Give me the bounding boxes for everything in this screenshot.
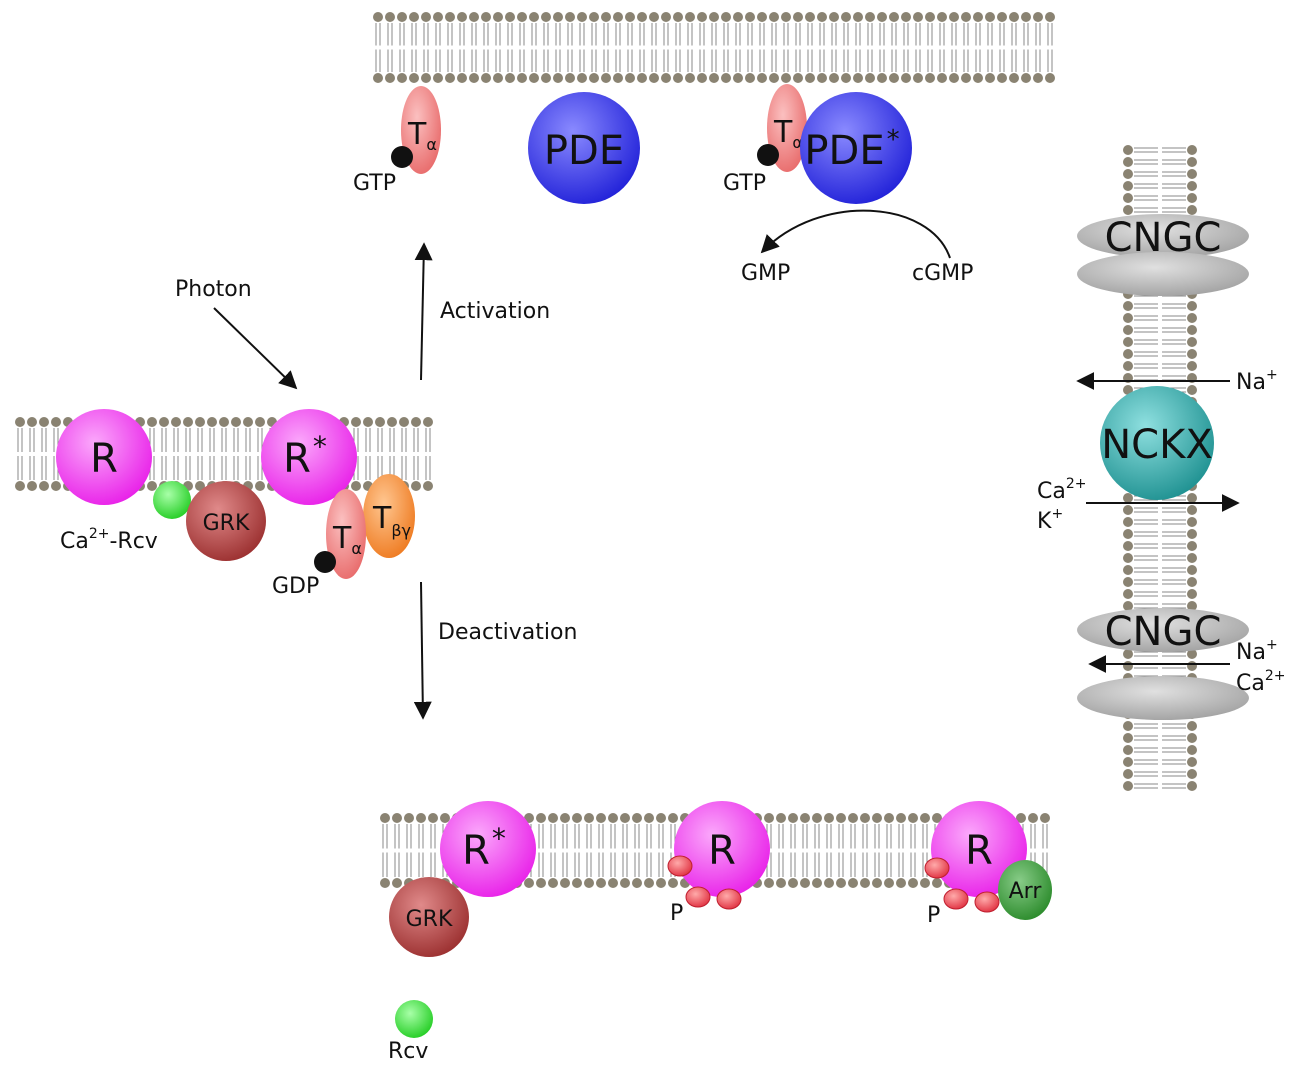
photon-arrow: Photon <box>175 277 298 390</box>
arrestin-bound-rhodopsin: R Arr P <box>924 801 1052 928</box>
cgmp-hydrolysis: GMP cGMP <box>741 209 973 286</box>
k-label-efflux: K+ <box>1037 506 1063 534</box>
sodium-calcium-influx-bottom: Na+ Ca2+ <box>1088 637 1285 696</box>
resting-rhodopsin-label: R <box>90 436 118 482</box>
transducin-alpha-gdp: Tα GDP <box>272 489 366 599</box>
sodium-influx-top: Na+ <box>1076 367 1278 395</box>
gtp-label-right: GTP <box>723 171 766 196</box>
activation-label: Activation <box>440 299 550 324</box>
calcium-potassium-efflux: Ca2+ K+ <box>1037 476 1240 534</box>
cngc-channel-top: CNGC <box>1077 214 1249 296</box>
cgmp-label: cGMP <box>912 261 973 286</box>
arr-label: Arr <box>1009 879 1043 904</box>
activated-rhodopsin-deactivating: R* <box>440 801 536 897</box>
phosphate-label-middle: P <box>670 901 683 926</box>
r-star-label-bottom: R* <box>462 822 506 874</box>
transducin-alpha-gtp-bound: Tα GTP <box>723 84 807 196</box>
pde-label: PDE <box>544 128 624 174</box>
activated-rhodopsin-label: R* <box>283 430 327 482</box>
top-membrane <box>373 12 1055 83</box>
na-label-top: Na+ <box>1236 367 1278 395</box>
phosphate-label-right: P <box>927 903 940 928</box>
cngc-channel-bottom: CNGC <box>1077 608 1249 720</box>
gdp-label: GDP <box>272 574 319 599</box>
resting-rhodopsin: R <box>56 409 152 505</box>
deactivation-arrow: Deactivation <box>413 581 577 720</box>
photon-label: Photon <box>175 277 252 302</box>
deactivation-label: Deactivation <box>438 620 577 645</box>
t-beta-gamma-label: Tβγ <box>372 501 411 540</box>
t-alpha-label-gdp: Tα <box>332 521 362 558</box>
ca-label-efflux: Ca2+ <box>1037 476 1086 504</box>
ca-label-bottom: Ca2+ <box>1236 668 1285 696</box>
arrestin-r-label: R <box>965 828 993 874</box>
na-label-bottom: Na+ <box>1236 637 1278 665</box>
t-alpha-label-gtp: Tα <box>407 117 437 154</box>
cngc-label-bottom: CNGC <box>1105 609 1222 655</box>
gmp-label: GMP <box>741 261 790 286</box>
calcium-recoverin: Ca2+-Rcv <box>60 481 191 554</box>
activation-arrow: Activation <box>414 242 550 381</box>
nckx-exchanger: NCKX <box>1100 386 1214 500</box>
transducin-beta-gamma: Tβγ <box>363 474 415 558</box>
pde-active: PDE* <box>800 92 912 204</box>
pde-active-label: PDE* <box>804 125 899 174</box>
ca-rcv-label: Ca2+-Rcv <box>60 526 158 554</box>
grk-kinase-resting: GRK <box>186 481 266 561</box>
cngc-label-top: CNGC <box>1105 215 1222 261</box>
grk-label-resting: GRK <box>203 511 250 536</box>
grk-label-bound: GRK <box>406 907 453 932</box>
free-recoverin: Rcv <box>388 1000 433 1064</box>
gtp-label-left: GTP <box>353 171 396 196</box>
nckx-label: NCKX <box>1101 422 1212 468</box>
phospho-r-label: R <box>708 828 736 874</box>
t-alpha-label-bound: Tα <box>773 115 803 152</box>
rcv-label: Rcv <box>388 1039 428 1064</box>
grk-kinase-bound: GRK <box>389 877 469 957</box>
activated-rhodopsin: R* <box>261 409 357 505</box>
transducin-alpha-gtp: Tα GTP <box>353 86 441 196</box>
phosphorylated-rhodopsin: R P <box>667 801 770 926</box>
pde-inactive: PDE <box>528 92 640 204</box>
